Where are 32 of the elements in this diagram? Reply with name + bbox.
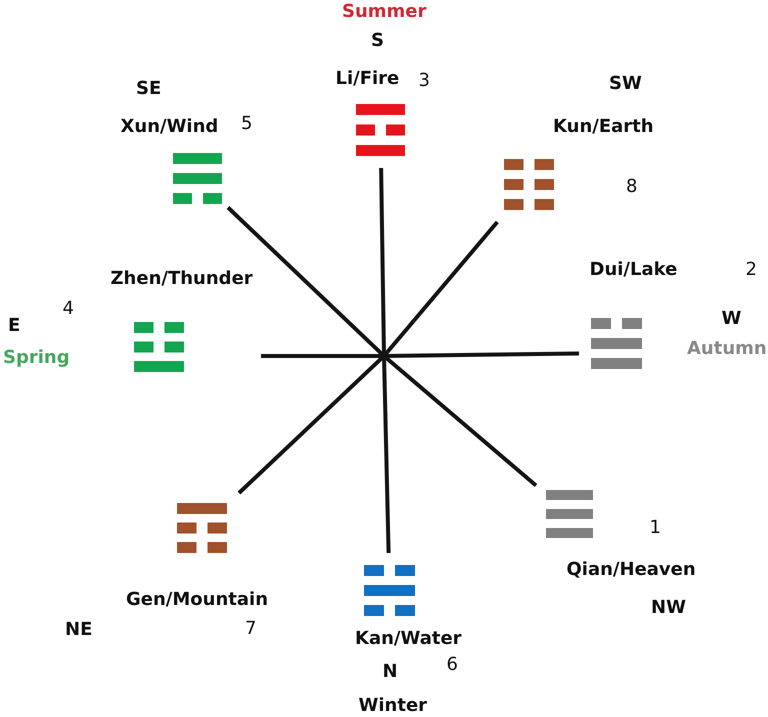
direction-label: W xyxy=(722,309,742,329)
direction-label: SE xyxy=(136,79,162,99)
spoke-line xyxy=(261,352,580,358)
trigram-number: 1 xyxy=(650,518,661,538)
season-label: Summer xyxy=(342,2,426,22)
direction-label: NW xyxy=(651,598,686,618)
trigram-name: Xun/Wind xyxy=(120,117,218,137)
direction-label: NE xyxy=(65,620,92,640)
direction-label: S xyxy=(371,31,384,51)
trigram-number: 5 xyxy=(241,114,252,134)
trigram-name: Dui/Lake xyxy=(590,260,678,280)
trigram-name: Qian/Heaven xyxy=(566,560,696,580)
trigram-name: Gen/Mountain xyxy=(126,590,268,610)
trigram-number: 6 xyxy=(446,655,458,675)
season-label: Spring xyxy=(3,348,70,368)
direction-label: N xyxy=(382,662,398,682)
spoke-line xyxy=(238,220,499,494)
direction-label: E xyxy=(8,316,20,336)
season-label: Winter xyxy=(358,696,428,716)
trigram-number: 8 xyxy=(626,177,638,197)
trigram-name: Zhen/Thunder xyxy=(110,269,253,289)
trigram-number: 3 xyxy=(418,71,430,91)
trigram-name: Li/Fire xyxy=(336,69,400,89)
trigram-number: 4 xyxy=(62,299,74,319)
trigram-number: 2 xyxy=(746,260,757,280)
trigram-name: Kun/Earth xyxy=(553,117,654,137)
trigram-name: Kan/Water xyxy=(355,629,462,649)
spoke-line xyxy=(226,206,538,488)
trigram-number: 7 xyxy=(245,619,256,639)
season-label: Autumn xyxy=(687,339,767,359)
direction-label: SW xyxy=(609,74,642,94)
spoke-line xyxy=(379,168,391,554)
